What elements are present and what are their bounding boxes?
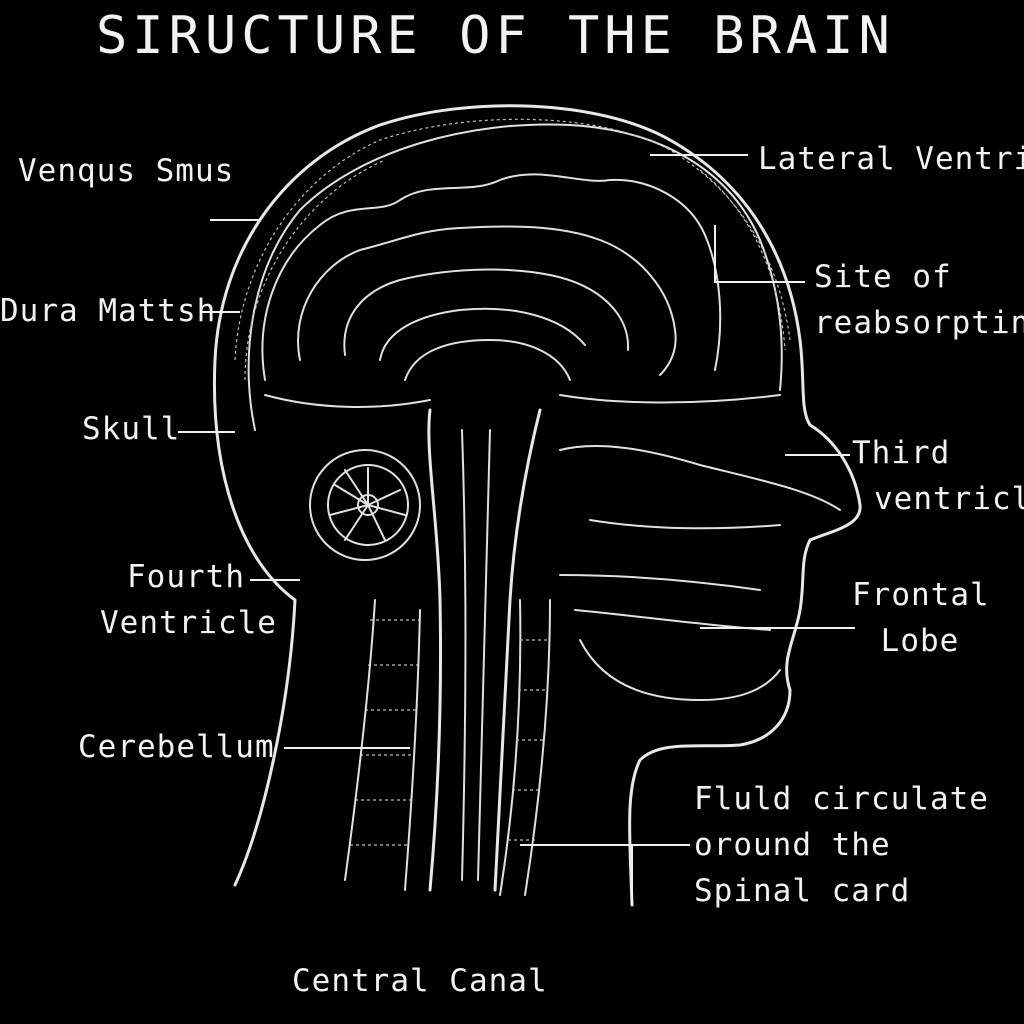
label-fluid-line-3: Spinal card — [694, 873, 911, 909]
label-frontal-lobe: Frontal Lobe — [852, 572, 990, 664]
label-fluid-circulate: Fluld circulate oround the Spinal card — [694, 776, 989, 914]
corpus-callosum — [404, 339, 571, 381]
cerebrum-fold-3 — [343, 268, 630, 356]
cerebellum-inner — [327, 464, 409, 546]
cerebrum-fold-2 — [297, 225, 677, 376]
skull-inner-outline — [247, 123, 783, 431]
label-third-line-1: Third — [852, 435, 951, 471]
label-central-canal: Central Canal — [292, 963, 548, 999]
brain-stem-left — [427, 408, 443, 892]
label-site-line-2: reabsorptin — [814, 305, 1024, 341]
central-canal-line-1 — [461, 429, 467, 881]
label-third-ventricle: Third ventricle — [852, 430, 1024, 522]
label-skull: Skull — [82, 411, 181, 447]
vertebral-column-right — [499, 599, 551, 896]
jaw-line — [579, 639, 781, 701]
label-fourth-ventricle-line-2: Ventricle — [100, 605, 277, 641]
label-site-line-1: Site of — [814, 259, 952, 295]
label-fluid-line-2: oround the — [694, 827, 891, 863]
label-frontal-line-2: Lobe — [880, 623, 960, 659]
cerebrum-base — [264, 394, 781, 408]
label-third-line-2: ventricle — [874, 481, 1024, 517]
cerebrum-fold-1 — [261, 173, 722, 381]
vertebrae-right — [508, 639, 548, 841]
page-title: SIRUCTURE OF THE BRAIN — [96, 6, 895, 66]
cerebellum-outline — [309, 449, 421, 561]
label-fluid-line-1: Fluld circulate — [694, 781, 989, 817]
nasal-cavity — [559, 445, 841, 530]
skull-hatching — [234, 118, 791, 381]
label-cerebellum: Cerebellum — [78, 729, 275, 765]
vertebrae-left — [350, 619, 420, 846]
label-fourth-ventricle: Fourth Ventricle — [100, 554, 277, 646]
leader-site-reabsorption — [714, 225, 805, 283]
label-fourth-ventricle-line-1: Fourth — [127, 559, 245, 595]
vertebral-column-left — [344, 599, 421, 891]
cerebellum-core — [357, 494, 379, 516]
cerebellum-arbor — [329, 467, 406, 541]
label-site-of-reabsorption: Site of reabsorptin — [814, 254, 1024, 346]
label-lateral-ventricle: Lateral Ventric — [758, 141, 1024, 177]
label-frontal-line-1: Frontal — [852, 577, 990, 613]
brain-stem-right — [493, 408, 542, 892]
label-venous-sinus: Venqus Smus — [18, 153, 235, 189]
label-dura-mater: Dura Mattsh — [0, 293, 217, 329]
palate-line — [559, 574, 771, 631]
cerebrum-fold-4 — [379, 307, 586, 361]
central-canal-line-2 — [477, 429, 491, 881]
skull-outer-outline — [212, 104, 862, 907]
